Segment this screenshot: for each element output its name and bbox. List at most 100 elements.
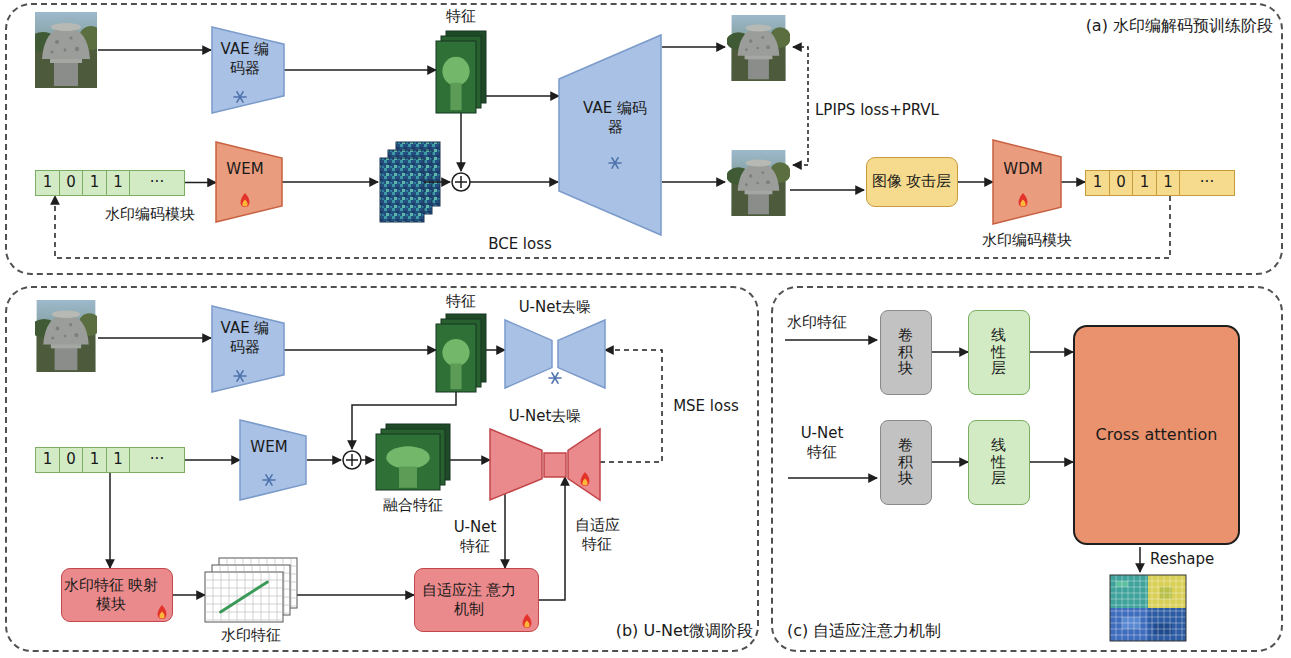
node-label: 特征 [446, 292, 476, 311]
frozen-icon [552, 373, 558, 383]
trainable-icon [1019, 193, 1028, 207]
flow-arrow [460, 113, 462, 171]
conv-block: 卷积块 [880, 420, 932, 505]
node-shape [216, 142, 282, 222]
feature-grid-sheet [205, 572, 283, 622]
map-border [1110, 575, 1186, 641]
cross-attention: Cross attention [1073, 325, 1240, 545]
unet-encoder-half [505, 320, 552, 388]
text-area: U-Net去噪 [500, 296, 610, 318]
flow-arrow [662, 46, 725, 48]
frozen-icon [266, 475, 272, 485]
trapezoid-shape [240, 420, 306, 500]
bit-cell: 1 [1156, 170, 1181, 196]
bit-cell: 1 [82, 170, 107, 196]
feature-pattern [450, 363, 461, 389]
watermark-encoder: WEM [240, 420, 306, 500]
text-area: 水印特征 映射模块 [62, 569, 160, 620]
connector [184, 182, 217, 184]
annotation-label: 水印编码模块 [982, 231, 1072, 250]
text-area: (c) 自适应注意力机制 [787, 618, 1017, 644]
node-label: WEM [250, 438, 287, 457]
add-symbol [343, 451, 361, 469]
trainable-icon [581, 472, 590, 486]
connector [284, 349, 436, 351]
bit-cell: 1 [106, 170, 131, 196]
trapezoid-shape [216, 142, 282, 222]
unet-encoder-half [490, 429, 542, 500]
flow-arrow [424, 181, 450, 183]
feature-pattern [450, 83, 461, 110]
grid-line [205, 604, 283, 605]
connector [1030, 461, 1073, 463]
annotation-label: 水印特征 [787, 313, 847, 332]
grid-line [269, 572, 270, 622]
text-area: 图像 攻击层 [867, 158, 956, 205]
grid-line [261, 572, 262, 622]
adaptive-attention: 自适应注 意力机制 [414, 568, 539, 632]
text-area: 特征 [426, 5, 496, 27]
bit-cell: ··· [129, 447, 185, 473]
connector [1030, 351, 1073, 353]
text-area: (a) 水印编解码预训练阶段 [1037, 13, 1273, 39]
node-label: VAE 编码器 [218, 40, 272, 78]
edge-label: MSE loss [671, 397, 741, 416]
connector [486, 349, 505, 351]
trainable-icon [582, 479, 587, 486]
node-label: 融合特征 [383, 496, 443, 515]
add-symbol [452, 173, 470, 191]
grid-line [205, 580, 283, 581]
node-label: 卷积块 [898, 437, 913, 487]
flow-arrow [361, 459, 374, 461]
node-shape [993, 140, 1061, 224]
watermark-decoder: WDM [993, 140, 1061, 224]
input-photo [31, 300, 101, 372]
map-block [1148, 575, 1186, 608]
connector [184, 459, 241, 461]
reconstructed-photo [726, 15, 790, 81]
trainable-icon [523, 614, 532, 628]
grid-line [291, 558, 292, 608]
text-area: Cross attention [1075, 327, 1238, 543]
frozen-icon [237, 371, 243, 381]
vae-encoder: VAE 编码器 [212, 27, 284, 113]
unet-bottleneck [544, 453, 566, 477]
node-label: U-Net去噪 [519, 298, 592, 317]
frozen-icon [237, 371, 243, 381]
connector [539, 477, 565, 600]
bit-cell: 1 [82, 447, 107, 473]
connector [932, 461, 968, 463]
trapezoid-shape [993, 140, 1061, 224]
grid-line [205, 612, 283, 613]
linear-layer: 线性层 [968, 420, 1030, 505]
grid-line [253, 572, 254, 622]
flow-arrow [788, 477, 877, 479]
node-label: 卷积块 [898, 327, 913, 377]
bit-cell: 0 [59, 170, 84, 196]
connector [958, 181, 993, 183]
input-photo [29, 12, 103, 88]
connector [1061, 181, 1085, 183]
grid-line [221, 572, 222, 622]
linear-layer: 线性层 [968, 310, 1030, 395]
node-label: 水印特征 [221, 626, 281, 645]
node-label: 特征 [446, 7, 476, 26]
feature-pattern [442, 57, 469, 86]
bit-cell: ··· [129, 170, 185, 196]
bit-cell: ··· [1179, 170, 1235, 196]
stage-panel: (a) 水印编解码预训练阶段VAE 编码器特征VAE 编码器1011···WEM… [5, 3, 1283, 275]
node-label: WEM [226, 160, 263, 179]
flow-arrow [282, 181, 378, 183]
connector [297, 594, 414, 596]
text-area: VAE 编码器 [218, 314, 272, 362]
node-label: 图像 攻击层 [872, 172, 952, 191]
decoded-bits: 1011··· [1085, 170, 1234, 196]
node-label: VAE 编码器 [583, 99, 647, 137]
unet-frozen: U-Net去噪 [505, 296, 605, 388]
trapezoid-shape [212, 306, 284, 392]
map-block [1148, 608, 1186, 641]
feature-pattern [386, 446, 430, 468]
grid-line [277, 572, 278, 622]
flow-arrow [307, 459, 341, 461]
